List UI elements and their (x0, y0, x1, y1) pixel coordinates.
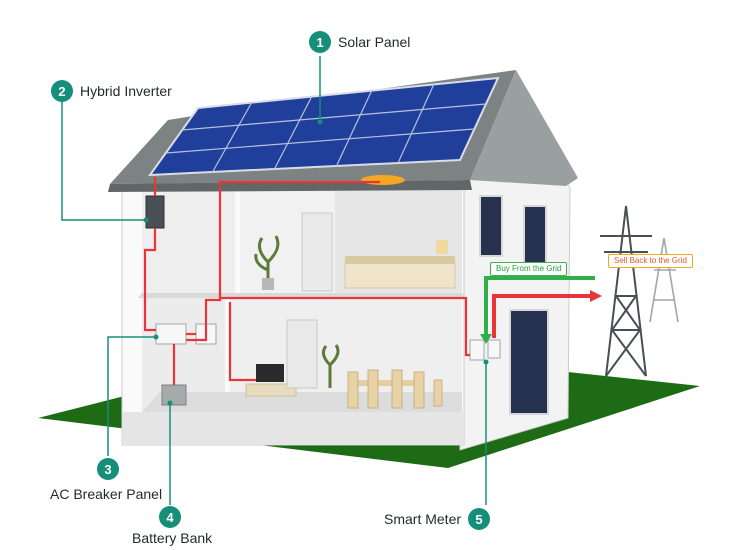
roof-ridge (470, 70, 578, 186)
callout-number-4-wrap: 4 (159, 506, 188, 528)
solar-panel-array (147, 76, 500, 177)
solar-panel-grid (165, 83, 487, 174)
sell-back-to-grid-label: Sell Back to the Grid (608, 254, 693, 268)
floor-lower (142, 392, 462, 412)
smart-meter (469, 339, 485, 361)
bed (344, 261, 456, 289)
ceiling-lamp (361, 175, 405, 185)
tv (256, 364, 284, 382)
plant-upper (254, 235, 280, 290)
transmission-tower-front (600, 205, 652, 377)
callout-leader-dots (143, 119, 489, 406)
floor-strip (122, 412, 464, 445)
callout-ac-breaker-panel: AC Breaker Panel (50, 486, 162, 502)
callout-number-3: 3 (97, 458, 119, 480)
bedside-lamp (436, 240, 448, 254)
battery-bank (161, 384, 187, 406)
callout-smart-meter: Smart Meter 5 (384, 508, 491, 530)
dining-chairs (347, 369, 443, 409)
sell-arrow-head (590, 290, 602, 302)
callout-label-smart-meter: Smart Meter (384, 511, 462, 527)
wiring (143, 177, 470, 385)
transmission-tower-back (649, 237, 679, 323)
callout-label-solar-panel: Solar Panel (338, 34, 411, 50)
callout-label-hybrid-inverter: Hybrid Inverter (80, 83, 172, 99)
living-door (286, 319, 318, 389)
buy-from-grid-label: Buy From the Grid (490, 262, 568, 276)
hybrid-inverter (145, 195, 165, 229)
dining-table (355, 380, 423, 386)
callout-number-5: 5 (468, 508, 491, 530)
window-left (479, 195, 503, 257)
plant-lower (321, 344, 340, 388)
buy-arrow-head (480, 334, 492, 344)
callout-number-3-wrap: 3 (97, 458, 126, 480)
window-right (523, 205, 547, 267)
callout-number-2: 2 (51, 80, 73, 102)
meter-box (487, 339, 501, 359)
bedroom-door (301, 212, 333, 292)
callout-number-1: 1 (309, 31, 331, 53)
tv-cabinet (245, 383, 297, 397)
callout-battery-bank: Battery Bank (132, 530, 212, 546)
callout-hybrid-inverter: 2 Hybrid Inverter (51, 80, 172, 102)
ac-breaker-panel (155, 323, 187, 345)
plant-upper-pot (262, 278, 274, 290)
callout-label-ac-breaker-panel: AC Breaker Panel (50, 486, 163, 502)
callout-label-battery-bank: Battery Bank (132, 530, 213, 546)
side-door (509, 309, 549, 415)
buy-from-grid-arrow (484, 276, 595, 336)
callout-leader-lines (61, 56, 487, 505)
callout-solar-panel: 1 Solar Panel (309, 31, 410, 53)
bed-headboard (345, 256, 455, 264)
callout-number-4: 4 (159, 506, 181, 528)
sell-back-arrow (492, 294, 592, 338)
